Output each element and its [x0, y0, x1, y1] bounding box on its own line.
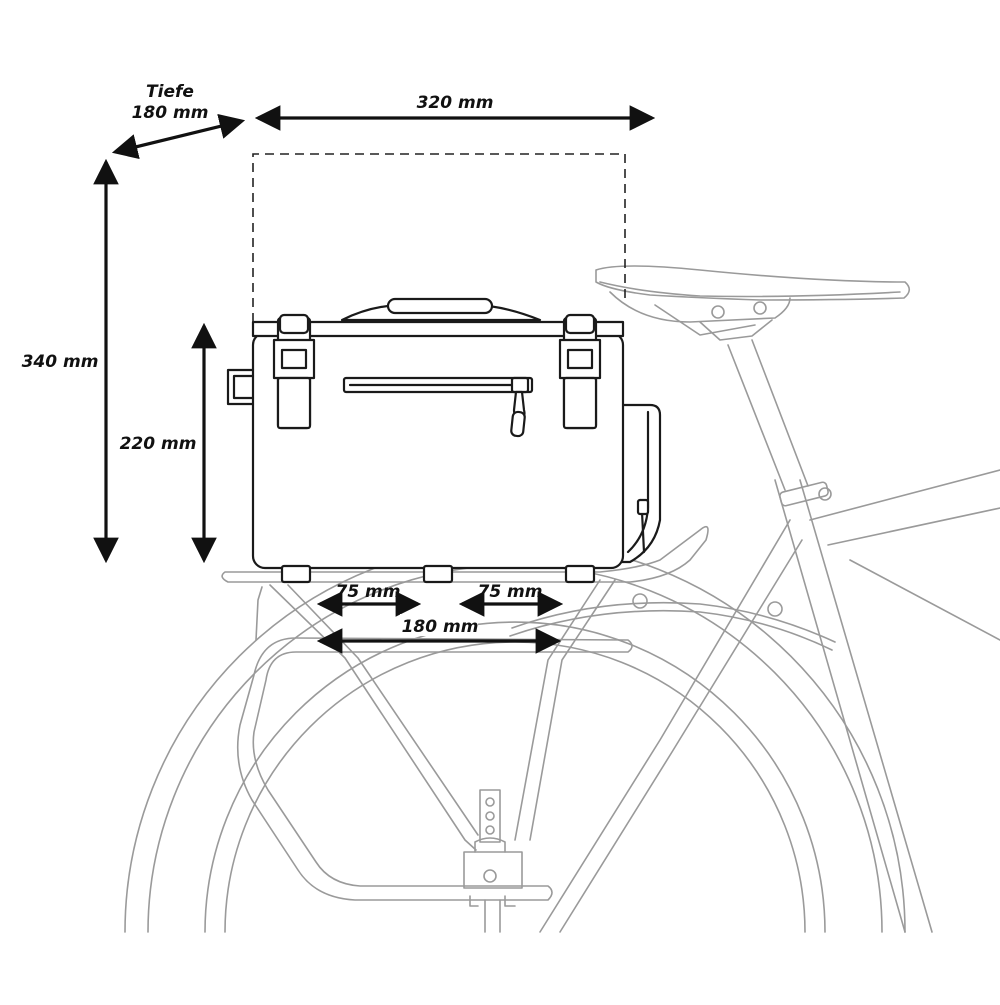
foot-spacing-left-label: 75 mm	[335, 582, 400, 602]
rack-strut-right	[514, 579, 601, 841]
foot-spacing-right-label: 75 mm	[477, 582, 542, 602]
saddle-clamp-bolt	[711, 305, 725, 319]
extended-volume-outline	[252, 153, 626, 322]
down-tube	[849, 559, 1000, 641]
buckle-strap-right	[558, 313, 602, 430]
rack-top-rail	[221, 525, 709, 583]
bag-foot-3	[564, 564, 596, 584]
mudguard	[509, 609, 833, 651]
depth-label: Tiefe	[146, 82, 194, 102]
total-height-label: 340 mm	[22, 352, 99, 372]
depth-value-label: 180 mm	[132, 103, 209, 123]
rear-handle	[226, 368, 255, 406]
seat-stay	[539, 519, 791, 933]
rack-strut-left	[269, 584, 477, 851]
bicycle-drawing	[124, 265, 1000, 933]
dimension-labels: Tiefe 180 mm 320 mm 340 mm 220 mm 75 mm …	[22, 82, 543, 637]
dimension-lines	[93, 105, 656, 654]
bag-height-label: 220 mm	[120, 434, 197, 454]
seat-post	[727, 339, 809, 491]
zipper-slider	[510, 376, 530, 394]
bag-foot-1	[280, 564, 312, 584]
side-pocket	[618, 403, 662, 564]
saddle	[595, 265, 911, 301]
width-label: 320 mm	[417, 93, 494, 113]
foot-span-label: 180 mm	[402, 617, 479, 637]
rear-rim	[204, 621, 826, 933]
depth-arrow	[111, 113, 246, 160]
top-tube	[809, 469, 1000, 521]
rack-mount-plate	[479, 789, 501, 843]
top-handle	[386, 297, 494, 315]
bag-lid	[251, 320, 625, 338]
rack-front-hook	[255, 586, 263, 641]
mudguard-bolt	[632, 593, 648, 609]
rack-clamp	[463, 851, 523, 889]
buckle-strap-left	[272, 313, 316, 430]
saddle-rails	[609, 291, 791, 323]
rack-lower-loop	[236, 637, 633, 901]
bag-foot-2	[422, 564, 454, 584]
foot-span-label-bg	[400, 614, 478, 636]
seat-tube	[774, 479, 906, 933]
trunk-bag	[226, 297, 662, 584]
rear-tire-inner	[147, 564, 883, 933]
